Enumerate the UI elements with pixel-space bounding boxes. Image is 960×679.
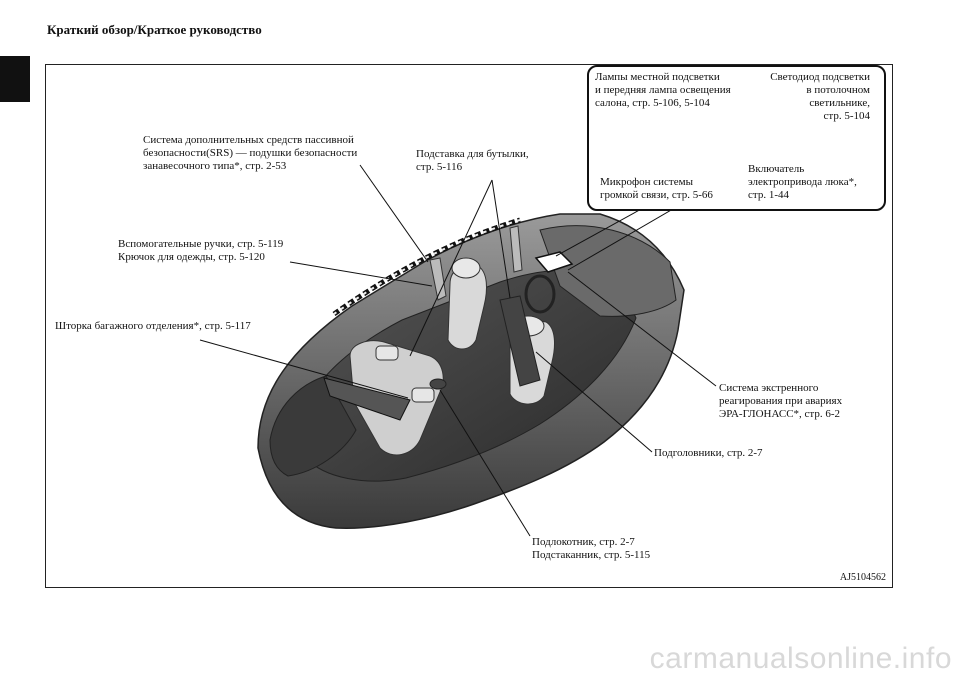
label-cargo-cover: Шторка багажного отделения*, стр. 5-117 xyxy=(55,320,251,332)
page-title: Краткий обзор/Краткое руководство xyxy=(47,22,262,37)
steering-wheel xyxy=(524,274,556,314)
cargo-area xyxy=(269,375,357,477)
section-tab xyxy=(0,56,30,102)
figure-code: AJ5104562 xyxy=(839,572,886,583)
label-bottle-holder: Подставка для бутылки,стр. 5-116 xyxy=(416,148,529,173)
cargo-cover xyxy=(323,377,411,421)
label-srs-curtain-airbags: Система дополнительных средств пассивной… xyxy=(143,134,358,172)
label-headrests: Подголовники, стр. 2-7 xyxy=(654,447,763,459)
figure-frame xyxy=(45,64,893,588)
dashboard xyxy=(539,225,677,317)
watermark: carmanualsonline.info xyxy=(649,642,952,675)
armrest-cupholder xyxy=(429,378,447,390)
overhead-console-marker xyxy=(534,251,574,273)
front-seat-left xyxy=(447,257,487,350)
overhead-console-inset xyxy=(587,65,886,211)
roof-edge xyxy=(332,217,521,317)
